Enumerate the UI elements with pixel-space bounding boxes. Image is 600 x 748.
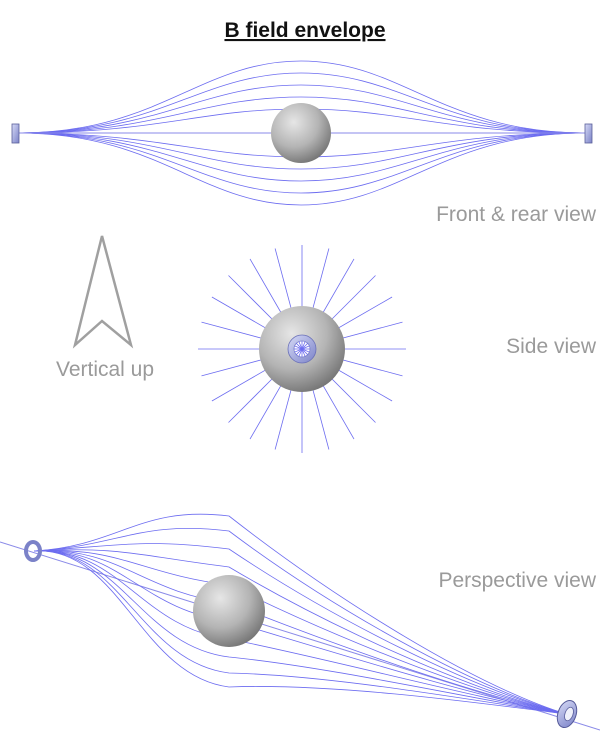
perspective-field-line xyxy=(33,550,567,715)
side-view-inner-rays xyxy=(294,341,310,357)
diagram-title: B field envelope xyxy=(224,19,385,42)
front-field-line xyxy=(17,132,587,182)
side-inner-ray xyxy=(301,345,310,350)
perspective-view-label: Perspective view xyxy=(438,569,596,592)
perspective-field-line xyxy=(33,550,567,715)
side-inner-ray xyxy=(298,341,303,350)
side-inner-ray xyxy=(301,348,308,355)
front-field-line xyxy=(17,72,587,134)
perspective-field-lines xyxy=(33,513,567,715)
vertical-up-label: Vertical up xyxy=(56,358,154,381)
side-inner-ray xyxy=(301,348,306,357)
front-field-line xyxy=(17,132,587,206)
side-inner-ray xyxy=(296,343,303,350)
side-inner-ray xyxy=(296,348,303,355)
up-arrow-icon xyxy=(72,235,134,349)
front-field-line xyxy=(17,132,587,170)
side-view xyxy=(198,245,406,453)
front-right-coil xyxy=(584,123,593,144)
front-rear-view xyxy=(11,60,593,206)
front-field-line xyxy=(17,60,587,134)
side-inner-ray xyxy=(301,341,306,350)
front-field-line xyxy=(17,96,587,134)
side-inner-ray xyxy=(294,348,303,353)
side-inner-ray xyxy=(301,348,310,353)
perspective-left-coil xyxy=(24,540,42,562)
side-inner-ray xyxy=(294,345,303,350)
side-inner-ray xyxy=(301,343,308,350)
side-inner-ray xyxy=(298,348,303,357)
front-field-line xyxy=(17,132,587,194)
perspective-sphere xyxy=(193,575,265,647)
perspective-field-line xyxy=(33,527,567,715)
perspective-field-line xyxy=(33,549,567,715)
front-left-coil xyxy=(11,123,20,144)
perspective-field-line xyxy=(33,543,567,715)
perspective-field-line xyxy=(33,550,567,715)
vertical-up-arrow xyxy=(72,235,134,349)
front-view-sphere xyxy=(271,103,331,163)
perspective-field-line xyxy=(33,513,567,715)
side-view-label: Side view xyxy=(506,335,597,358)
front-rear-view-label: Front & rear view xyxy=(436,203,597,226)
perspective-right-coil-hole xyxy=(564,706,574,722)
front-field-line xyxy=(17,84,587,134)
perspective-view xyxy=(0,513,600,731)
